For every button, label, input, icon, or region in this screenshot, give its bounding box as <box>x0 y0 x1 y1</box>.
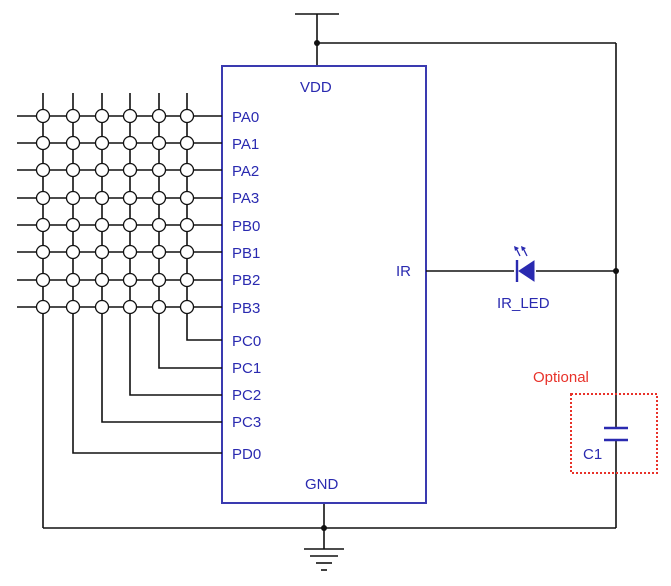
pin-label-pc2: PC2 <box>232 387 261 404</box>
key-switch <box>35 108 195 315</box>
pin-label-pb1: PB1 <box>232 245 260 262</box>
pin-label-pc0: PC0 <box>232 333 261 350</box>
vdd-rail <box>295 13 616 66</box>
pin-label-pc3: PC3 <box>232 414 261 431</box>
pin-labels: PA0 PA1 PA2 PA3 PB0 PB1 PB2 PB3 PC0 PC1 … <box>232 109 261 463</box>
optional-note: Optional <box>533 369 589 386</box>
pin-label-pa2: PA2 <box>232 163 259 180</box>
pin-label-pa1: PA1 <box>232 136 259 153</box>
pin-label-pc1: PC1 <box>232 360 261 377</box>
gnd-label: GND <box>305 476 339 493</box>
pin-label-pb3: PB3 <box>232 300 260 317</box>
vdd-label: VDD <box>300 79 332 96</box>
right-rail <box>613 43 619 528</box>
optional-dashed-box <box>570 393 658 474</box>
pin-label-pb0: PB0 <box>232 218 260 235</box>
pin-label-pd0: PD0 <box>232 446 261 463</box>
pin-label-pb2: PB2 <box>232 272 260 289</box>
gnd-rail <box>43 503 616 549</box>
pin-label-pa3: PA3 <box>232 190 259 207</box>
capacitor-icon <box>604 426 628 442</box>
chip-body <box>221 65 427 504</box>
capacitor-label: C1 <box>583 446 602 463</box>
key-matrix-switches <box>35 108 195 315</box>
ground-symbol <box>304 548 344 571</box>
ir-led-icon <box>514 246 535 282</box>
pin-label-pa0: PA0 <box>232 109 259 126</box>
ir-led-label: IR_LED <box>497 295 550 312</box>
ir-pin-label: IR <box>396 263 411 280</box>
